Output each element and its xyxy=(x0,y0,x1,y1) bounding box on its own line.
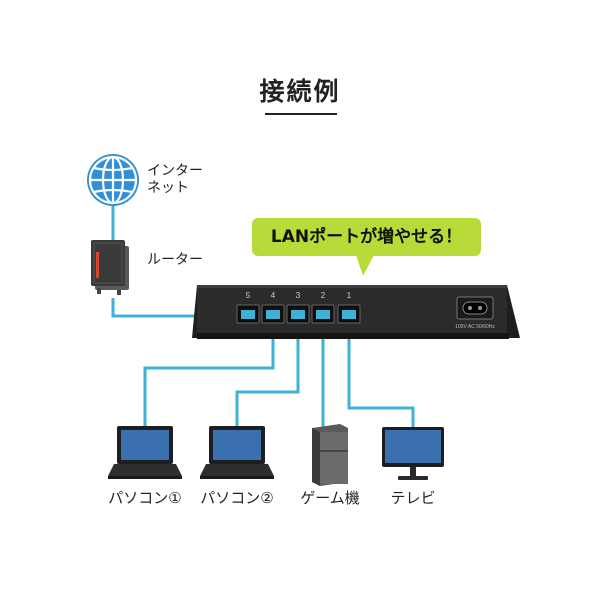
callout-text: LANポートが増やせる！ xyxy=(270,227,463,247)
laptop-icon xyxy=(108,426,182,479)
cable-port1-tv xyxy=(347,323,415,428)
device-label-pc1: パソコン① xyxy=(108,489,182,507)
device-label-console: ゲーム機 xyxy=(300,489,360,507)
power-inlet-icon xyxy=(456,296,494,320)
port-number-3: 3 xyxy=(296,291,301,300)
callout-pointer xyxy=(356,255,374,276)
device-label-pc2: パソコン② xyxy=(200,489,274,507)
cable-port4-pc1 xyxy=(143,323,275,428)
power-spec-label: 100V AC 50/60Hz xyxy=(455,324,495,330)
internet-label-text: インター ネット xyxy=(147,163,203,196)
device-label-tv: テレビ xyxy=(390,489,436,507)
laptop-icon xyxy=(200,426,274,479)
port-number-5: 5 xyxy=(246,291,251,300)
internet-label: インター ネット xyxy=(147,163,203,197)
router-icon xyxy=(91,240,129,295)
router-label: ルーター xyxy=(147,252,203,268)
globe-icon xyxy=(87,154,139,206)
port-number-2: 2 xyxy=(321,291,326,300)
cable-port3-pc2 xyxy=(235,323,300,428)
lan-ports xyxy=(236,304,361,324)
callout-box xyxy=(252,218,481,256)
port-number-1: 1 xyxy=(347,291,352,300)
monitor-icon xyxy=(382,427,444,480)
game-console-icon xyxy=(312,424,348,486)
port-number-4: 4 xyxy=(271,291,276,300)
switching-hub: 5 4 3 2 1 100V AC 50/60Hz xyxy=(192,285,520,339)
diagram-title: 接続例 xyxy=(259,77,341,106)
title-underline xyxy=(265,113,337,115)
